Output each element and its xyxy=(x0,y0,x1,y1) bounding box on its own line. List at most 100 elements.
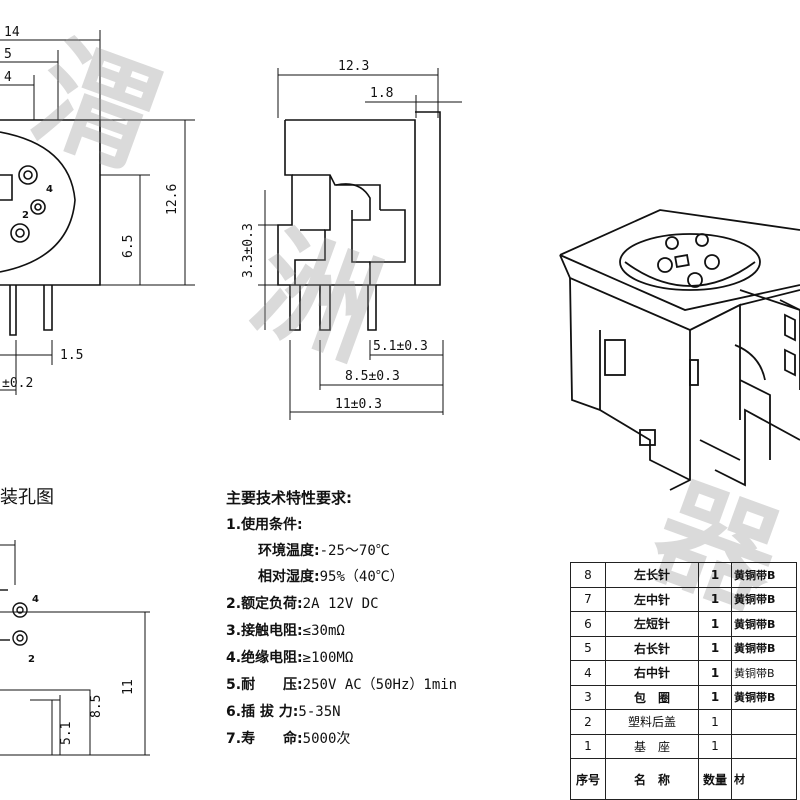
bom-qty: 1 xyxy=(698,709,732,735)
side-dim-11: 11±0.3 xyxy=(335,397,382,412)
spec-label: 寿 命: xyxy=(241,731,303,747)
spec-item: 6.插 拔 力:5-35N xyxy=(226,701,341,721)
bom-table: 8 左长针 1 黄铜带B 7 左中针 1 黄铜带B 6 左短针 1 黄铜带B 5… xyxy=(570,562,797,800)
table-row: 4 右中针 1 黄铜带B xyxy=(570,660,797,686)
hole-pin-4: 4 xyxy=(32,594,39,605)
front-dim-14: 14 xyxy=(4,25,20,40)
bom-qty: 1 xyxy=(698,684,732,710)
bom-material xyxy=(731,733,797,759)
table-row: 5 右长针 1 黄铜带B xyxy=(570,635,797,661)
table-header-row: 序号 名 称 数量 材 xyxy=(570,758,797,800)
bom-no: 2 xyxy=(570,709,606,735)
spec-value: 5-35N xyxy=(298,704,341,720)
spec-value: 2A 12V DC xyxy=(302,596,379,612)
bom-name: 左短针 xyxy=(605,611,699,637)
bom-no: 5 xyxy=(570,635,606,661)
mounting-hole-view xyxy=(0,540,150,756)
spec-label: 额定负荷: xyxy=(241,596,303,612)
spec-num: 1. xyxy=(226,517,242,533)
spec-value: 95%（40℃） xyxy=(319,569,404,585)
isometric-view xyxy=(559,209,800,491)
side-dim-5-1: 5.1±0.3 xyxy=(373,339,428,354)
table-row: 3 包 圈 1 黄铜带B xyxy=(570,684,797,710)
table-row: 1 基 座 1 xyxy=(570,733,797,759)
bom-material: 黄铜带B xyxy=(731,635,797,661)
bom-header-material: 材 xyxy=(731,758,797,800)
spec-value: ≥100MΩ xyxy=(302,650,354,666)
front-dim-12-6: 12.6 xyxy=(165,184,180,215)
bom-name: 左中针 xyxy=(605,586,699,612)
bom-name: 右中针 xyxy=(605,660,699,686)
bom-no: 6 xyxy=(570,611,606,637)
front-pin-2: 2 xyxy=(22,210,29,221)
spec-item: 环境温度:-25～70℃ xyxy=(258,540,390,560)
spec-value: 250V AC（50Hz）1min xyxy=(302,677,458,693)
bom-name: 右长针 xyxy=(605,635,699,661)
table-row: 8 左长针 1 黄铜带B xyxy=(570,562,797,588)
side-dim-12-3: 12.3 xyxy=(338,59,369,74)
spec-label: 使用条件: xyxy=(241,517,303,533)
spec-title: 主要技术特性要求: xyxy=(226,489,352,507)
front-pin-4: 4 xyxy=(46,184,53,195)
table-row: 2 塑料后盖 1 xyxy=(570,709,797,735)
bom-no: 7 xyxy=(570,586,606,612)
bom-no: 8 xyxy=(570,562,606,588)
bom-header-name: 名 称 xyxy=(605,758,699,800)
hole-dim-8-5: 8.5 xyxy=(89,695,104,718)
side-view xyxy=(258,68,462,420)
front-dim-4: 4 xyxy=(4,70,12,85)
table-row: 6 左短针 1 黄铜带B xyxy=(570,611,797,637)
bom-qty: 1 xyxy=(698,660,732,686)
front-dim-tol: ±0.2 xyxy=(2,376,33,391)
bom-name: 塑料后盖 xyxy=(605,709,699,735)
mounting-hole-title: 装孔图 xyxy=(0,487,54,508)
bom-material: 黄铜带B xyxy=(731,660,797,686)
spec-num: 4. xyxy=(226,650,242,666)
hole-dim-5-1: 5.1 xyxy=(59,722,74,745)
hole-pin-2: 2 xyxy=(28,654,35,665)
bom-qty: 1 xyxy=(698,562,732,588)
spec-item: 3.接触电阻:≤30mΩ xyxy=(226,620,345,640)
bom-header-qty: 数量 xyxy=(698,758,732,800)
spec-num: 7. xyxy=(226,731,242,747)
spec-num: 5. xyxy=(226,677,242,693)
spec-value: ≤30mΩ xyxy=(302,623,345,639)
bom-no: 1 xyxy=(570,733,606,759)
bom-material: 黄铜带B xyxy=(731,684,797,710)
front-dim-5: 5 xyxy=(4,47,12,62)
bom-material: 黄铜带B xyxy=(731,611,797,637)
bom-qty: 1 xyxy=(698,611,732,637)
spec-label: 耐 压: xyxy=(241,677,303,693)
spec-item: 2.额定负荷:2A 12V DC xyxy=(226,593,379,613)
bom-material xyxy=(731,709,797,735)
bom-qty: 1 xyxy=(698,635,732,661)
bom-qty: 1 xyxy=(698,586,732,612)
bom-header-no: 序号 xyxy=(570,758,606,800)
front-dim-6-5: 6.5 xyxy=(121,235,136,258)
table-row: 7 左中针 1 黄铜带B xyxy=(570,586,797,612)
spec-label: 绝缘电阻: xyxy=(241,650,303,666)
bom-material: 黄铜带B xyxy=(731,586,797,612)
spec-item: 相对湿度:95%（40℃） xyxy=(258,566,404,586)
bom-qty: 1 xyxy=(698,733,732,759)
spec-value: 5000次 xyxy=(302,731,351,747)
spec-label: 环境温度: xyxy=(258,543,320,559)
spec-num: 6. xyxy=(226,704,242,720)
spec-num: 2. xyxy=(226,596,242,612)
spec-label: 接触电阻: xyxy=(241,623,303,639)
spec-label: 相对湿度: xyxy=(258,569,320,585)
bom-no: 4 xyxy=(570,660,606,686)
bom-name: 包 圈 xyxy=(605,684,699,710)
bom-name: 基 座 xyxy=(605,733,699,759)
spec-value: -25～70℃ xyxy=(319,543,390,559)
spec-item: 4.绝缘电阻:≥100MΩ xyxy=(226,647,353,667)
hole-dim-11: 11 xyxy=(121,679,136,695)
bom-material: 黄铜带B xyxy=(731,562,797,588)
side-dim-3-3: 3.3±0.3 xyxy=(241,223,256,278)
side-dim-8-5: 8.5±0.3 xyxy=(345,369,400,384)
spec-item: 1.使用条件: xyxy=(226,514,303,534)
spec-num: 3. xyxy=(226,623,242,639)
front-dim-1-5: 1.5 xyxy=(60,348,83,363)
front-view xyxy=(0,30,195,395)
